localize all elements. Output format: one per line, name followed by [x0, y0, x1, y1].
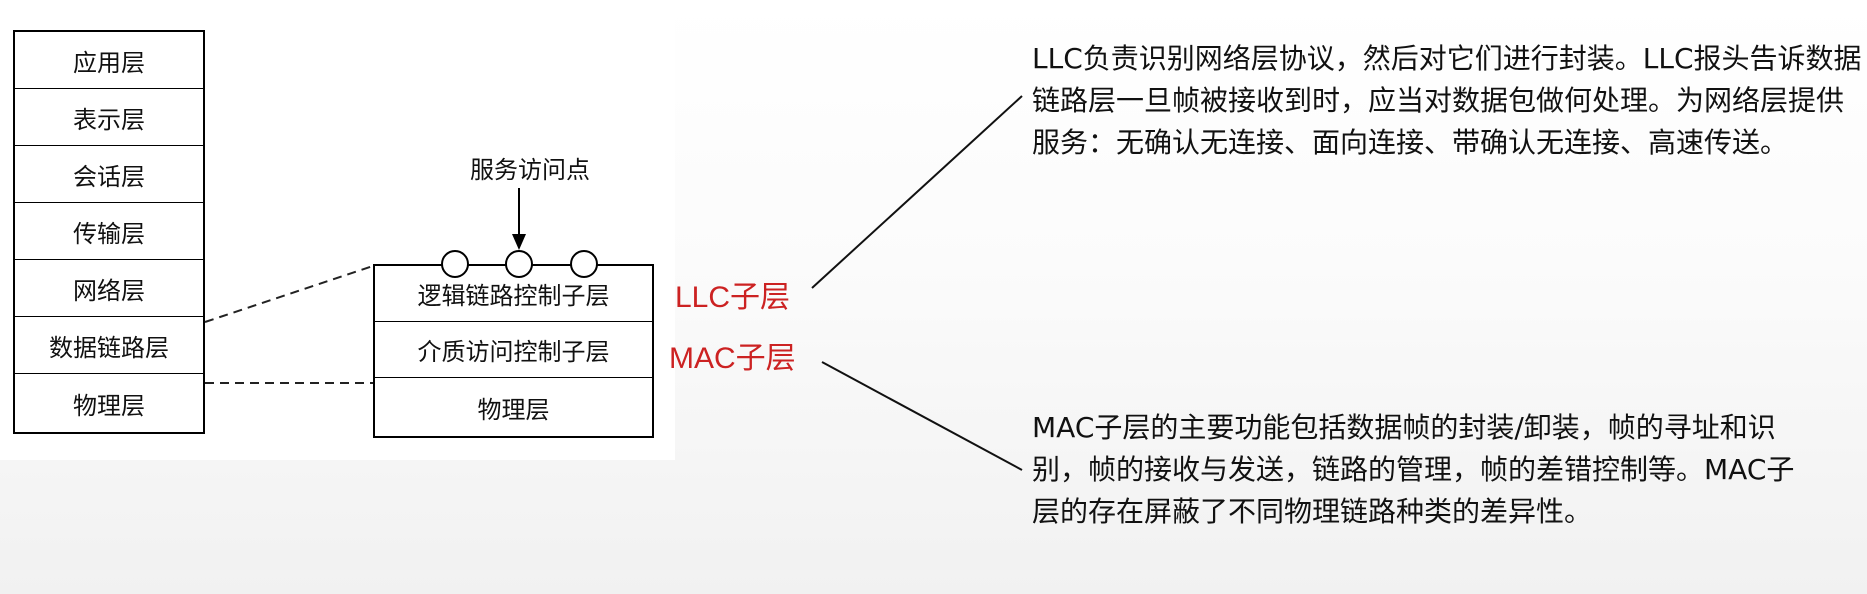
- sap-circle-3: [570, 250, 598, 278]
- osi-layer-physical: 物理层: [73, 391, 145, 420]
- service-access-point-label: 服务访问点: [470, 156, 590, 184]
- osi-layer-application: 应用层: [15, 32, 203, 89]
- sublayer-llc: 逻辑链路控制子层: [375, 266, 652, 322]
- osi-layer-stack: 应用层 表示层 会话层 传输层 网络层 数据链路层 物理层: [13, 30, 205, 434]
- llc-sublayer-label: LLC子层: [675, 281, 791, 314]
- mac-description: MAC子层的主要功能包括数据帧的封装/卸装，帧的寻址和识别，帧的接收与发送，链路…: [1032, 411, 1795, 528]
- sublayer-mac: 介质访问控制子层: [375, 322, 652, 378]
- mac-sublayer-label: MAC子层: [669, 342, 796, 375]
- llc-description: LLC负责识别网络层协议，然后对它们进行封装。LLC报头告诉数据链路层一旦帧被接…: [1032, 42, 1862, 159]
- sap-circle-2: [505, 250, 533, 278]
- osi-diagram-panel: 应用层 表示层 会话层 传输层 网络层 数据链路层 物理层 服务访问点 逻辑链路…: [0, 0, 675, 460]
- osi-layer-presentation: 表示层: [15, 89, 203, 146]
- osi-layer-transport: 传输层: [15, 203, 203, 260]
- sublayer-physical: 物理层: [477, 395, 550, 424]
- mac-callout-line: [821, 361, 1023, 471]
- data-link-sublayer-stack: 逻辑链路控制子层 介质访问控制子层 物理层: [373, 264, 654, 438]
- osi-layer-network: 网络层: [15, 260, 203, 317]
- sap-arrow-head: [512, 234, 526, 250]
- osi-layer-data-link: 数据链路层: [15, 317, 203, 374]
- llc-callout-line: [811, 95, 1023, 289]
- expand-dash-top: [204, 265, 374, 323]
- sap-circle-1: [441, 250, 469, 278]
- osi-layer-session: 会话层: [15, 146, 203, 203]
